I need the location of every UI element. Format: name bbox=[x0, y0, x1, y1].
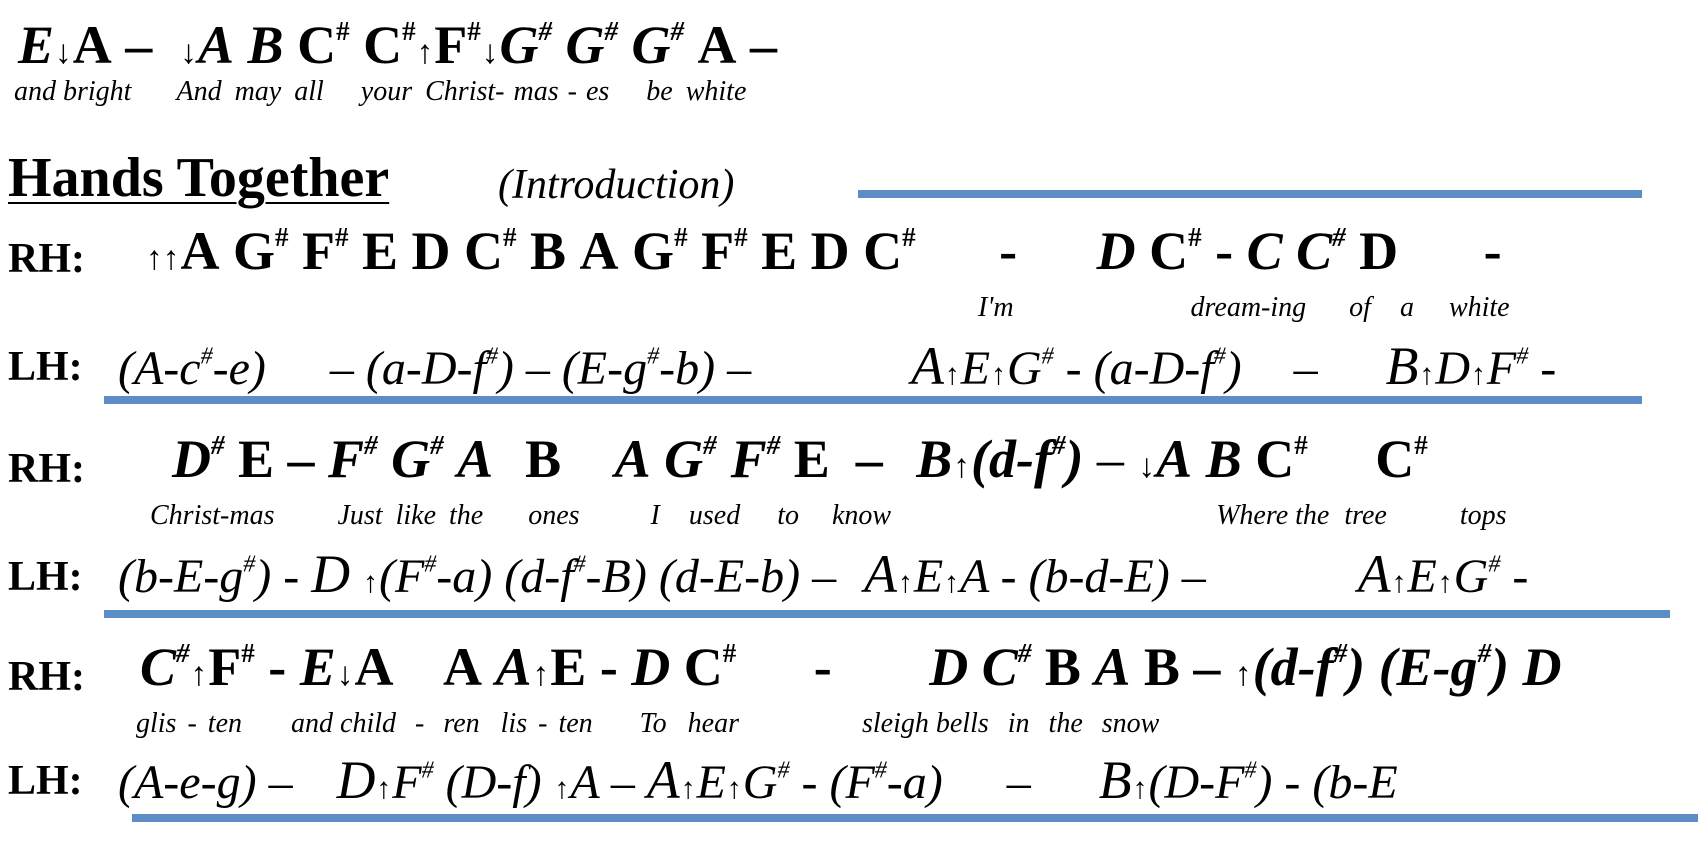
section-subtitle: (Introduction) bbox=[498, 162, 735, 208]
rh-notes-3: C#↑F# - E↓A A A↑E - D C# - D C# B A B – … bbox=[140, 637, 1562, 697]
divider-rule-2 bbox=[104, 396, 1642, 404]
intro-notes: E↓A – ↓A B C# C#↑F#↓G# G# G# A – bbox=[18, 15, 778, 75]
rh-label-3: RH: bbox=[8, 654, 85, 700]
rh-lyrics-1: I'm dream-ing of a white bbox=[978, 292, 1510, 323]
lh-label-1: LH: bbox=[8, 344, 83, 390]
rh-label-2: RH: bbox=[8, 446, 85, 492]
rh-lyrics-3: glis - ten and child - ren lis - ten To … bbox=[136, 708, 1160, 739]
divider-rule-1 bbox=[858, 190, 1642, 198]
rh-label-1: RH: bbox=[8, 236, 85, 282]
intro-lyrics: and bright And may all your Christ- mas … bbox=[14, 76, 747, 107]
lh-notes-3: (A-e-g) –D↑F# (D-f) ↑A – A↑E↑G# - (F#-a)… bbox=[118, 750, 1398, 810]
lh-notes-2: (b-E-g#) - D ↑(F#-a) (d-f#-B) (d-E-b) – … bbox=[118, 544, 1529, 604]
lh-label-2: LH: bbox=[8, 554, 83, 600]
rh-notes-1: ↑↑A G# F# E D C# B A G# F# E D C# - D C#… bbox=[146, 221, 1502, 281]
lh-label-3: LH: bbox=[8, 758, 83, 804]
divider-rule-3 bbox=[104, 610, 1670, 618]
rh-lyrics-2: Christ-mas Just like the ones I used to … bbox=[150, 500, 1507, 531]
section-title: Hands Together bbox=[8, 147, 390, 209]
lh-notes-1: (A-c#-e)– (a-D-f#) – (E-g#-b) – A↑E↑G# -… bbox=[118, 336, 1557, 396]
divider-rule-4 bbox=[132, 814, 1698, 822]
